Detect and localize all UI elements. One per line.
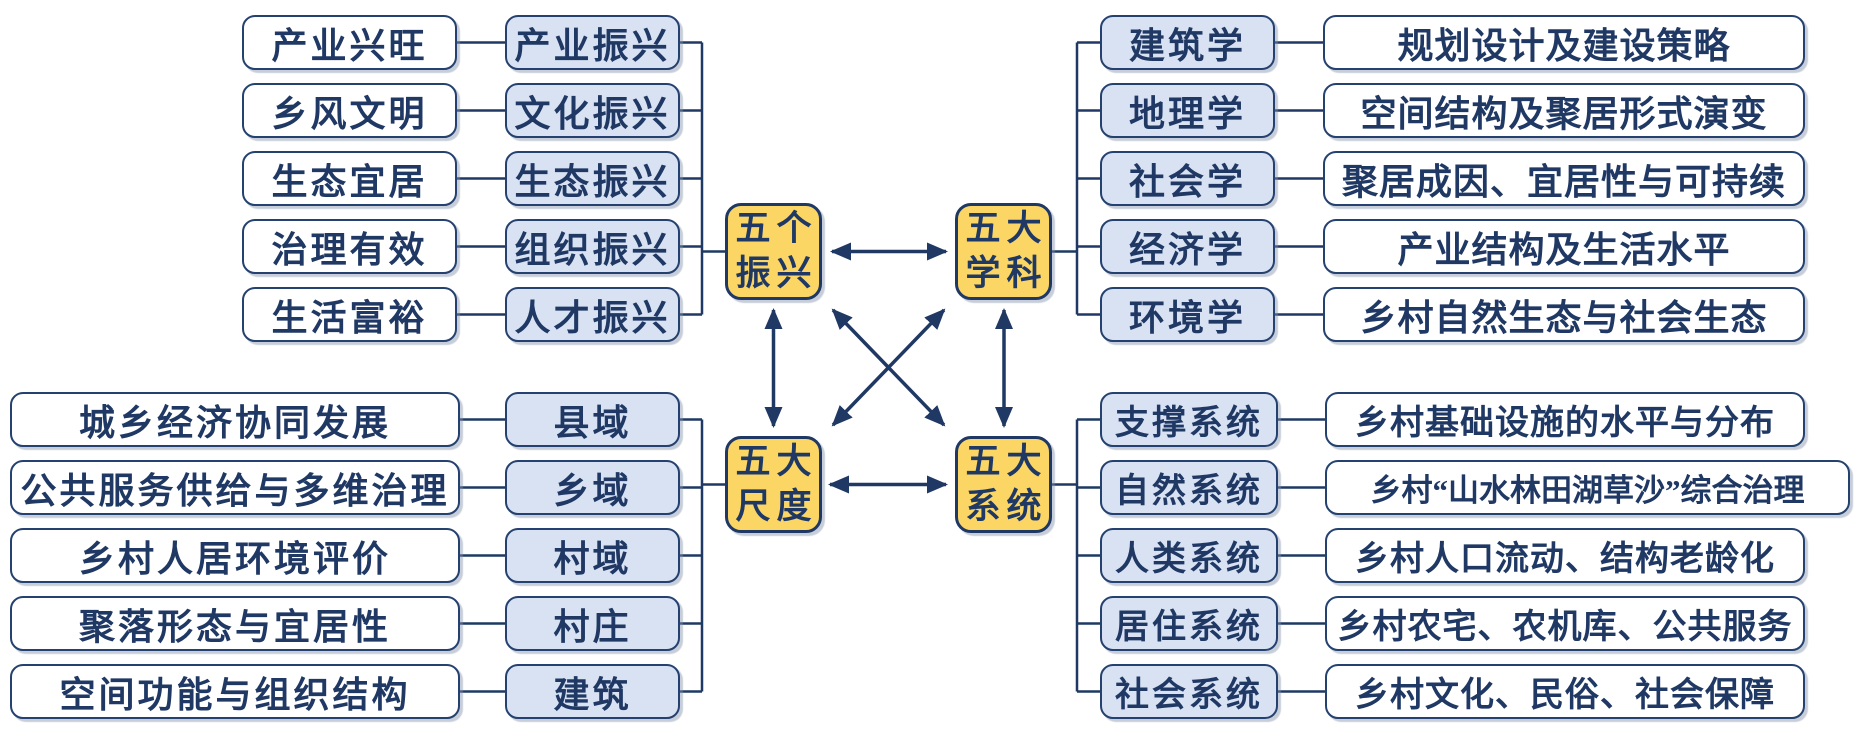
hub-label-line: 振兴	[735, 253, 818, 293]
category-box: 建筑	[505, 664, 680, 719]
hub-label-line: 五大	[735, 441, 818, 481]
description-box: 乡村基础设施的水平与分布	[1325, 392, 1805, 447]
category-box: 人才振兴	[505, 287, 680, 342]
hub-label-line: 尺度	[735, 486, 818, 526]
indicator-box: 乡村人居环境评价	[10, 528, 460, 583]
category-box: 社会学	[1100, 151, 1275, 206]
hub-label-line: 五个	[735, 208, 818, 248]
description-box: 乡村农宅、农机库、公共服务	[1325, 596, 1805, 651]
category-box: 组织振兴	[505, 219, 680, 274]
indicator-box: 公共服务供给与多维治理	[10, 460, 460, 515]
indicator-box: 乡风文明	[242, 83, 457, 138]
indicator-box: 治理有效	[242, 219, 457, 274]
description-box: 乡村文化、民俗、社会保障	[1325, 664, 1805, 719]
arrow-disciplines-scales	[831, 308, 946, 427]
indicator-box: 空间功能与组织结构	[10, 664, 460, 719]
description-box: 空间结构及聚居形式演变	[1323, 83, 1805, 138]
category-box: 文化振兴	[505, 83, 680, 138]
category-box: 乡域	[505, 460, 680, 515]
category-box: 建筑学	[1100, 15, 1275, 70]
hub-label-line: 五大	[965, 208, 1048, 248]
category-box: 环境学	[1100, 287, 1275, 342]
description-box: 乡村自然生态与社会生态	[1323, 287, 1805, 342]
category-box: 生态振兴	[505, 151, 680, 206]
bracket-top-right	[1052, 41, 1323, 316]
hub-label-line: 学科	[965, 253, 1048, 293]
hub-five-revitalizations: 五个 振兴	[725, 203, 822, 300]
category-box: 经济学	[1100, 219, 1275, 274]
category-box: 人类系统	[1100, 528, 1278, 583]
description-box: 规划设计及建设策略	[1323, 15, 1805, 70]
indicator-box: 产业兴旺	[242, 15, 457, 70]
category-box: 居住系统	[1100, 596, 1278, 651]
indicator-box: 生态宜居	[242, 151, 457, 206]
description-box: 产业结构及生活水平	[1323, 219, 1805, 274]
description-box: 聚居成因、宜居性与可持续	[1323, 151, 1805, 206]
category-box: 村域	[505, 528, 680, 583]
bracket-top-left	[457, 41, 725, 316]
hub-five-systems: 五大 系统	[955, 436, 1052, 533]
hub-label-line: 系统	[965, 486, 1048, 526]
description-box: 乡村“山水林田湖草沙”综合治理	[1325, 460, 1850, 515]
category-box: 村庄	[505, 596, 680, 651]
indicator-box: 城乡经济协同发展	[10, 392, 460, 447]
bracket-bottom-left	[460, 418, 725, 693]
indicator-box: 生活富裕	[242, 287, 457, 342]
category-box: 地理学	[1100, 83, 1275, 138]
description-box: 乡村人口流动、结构老龄化	[1325, 528, 1805, 583]
category-box: 社会系统	[1100, 664, 1278, 719]
hub-five-disciplines: 五大 学科	[955, 203, 1052, 300]
category-box: 支撑系统	[1100, 392, 1278, 447]
hub-label-line: 五大	[965, 441, 1048, 481]
category-box: 自然系统	[1100, 460, 1278, 515]
indicator-box: 聚落形态与宜居性	[10, 596, 460, 651]
hub-five-scales: 五大 尺度	[725, 436, 822, 533]
category-box: 县域	[505, 392, 680, 447]
bracket-bottom-right	[1052, 418, 1325, 693]
category-box: 产业振兴	[505, 15, 680, 70]
